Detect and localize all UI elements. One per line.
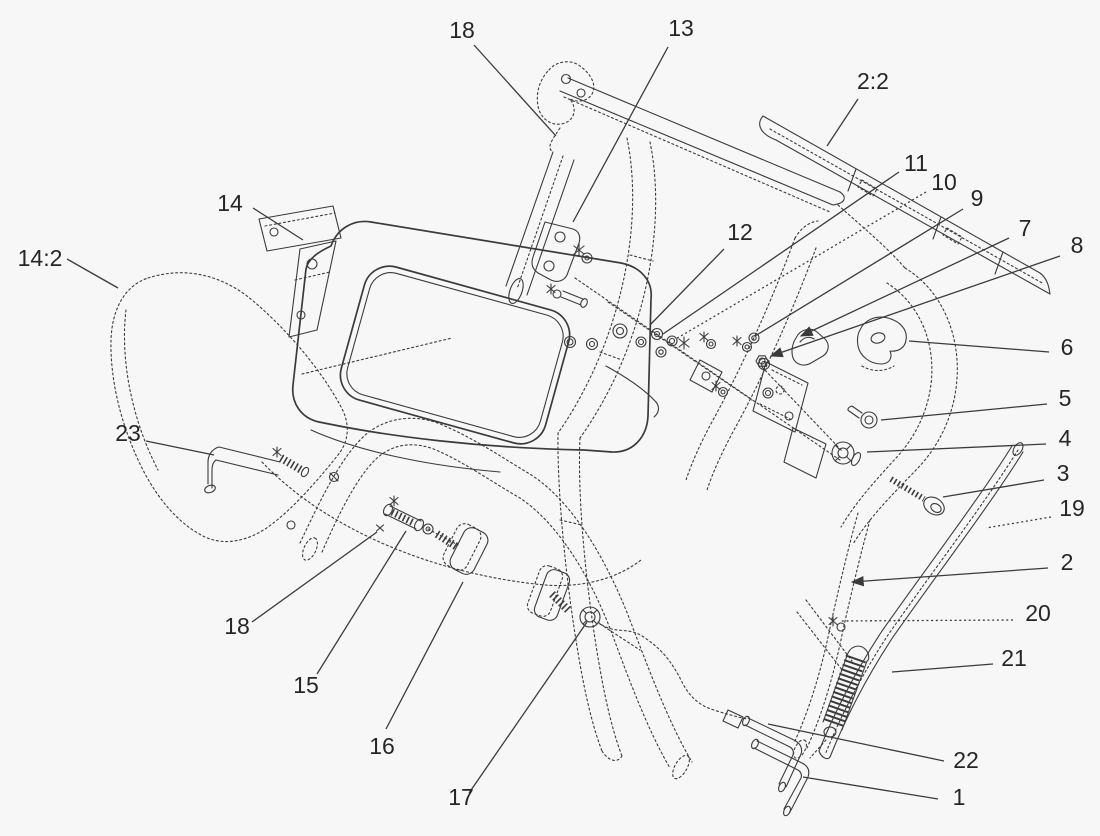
callout-label-15: 15 [293,672,319,698]
leader-line-23 [145,440,215,456]
callout-label-23: 23 [115,420,141,446]
callout-label-21: 21 [1001,645,1027,671]
leader-line-19 [985,516,1052,529]
leader-line-3 [942,479,1045,498]
callout-label-5: 5 [1059,385,1072,411]
spring-assembly [796,599,870,759]
callout-label-1: 1 [953,784,966,810]
bracket-13 [531,221,593,308]
callout-label-9: 9 [971,185,984,211]
leader-line-13 [572,46,669,223]
block-17 [526,565,641,651]
knob-4 [831,441,862,466]
upper-handle-struts [557,137,958,545]
bolt-3 [889,476,945,516]
leader-line-5 [880,403,1048,421]
callout-label-10: 10 [931,169,957,195]
decal-14-2 [110,272,348,543]
leader-line-16 [385,581,464,730]
leader-line-22 [767,723,945,762]
rod-23 [204,446,310,494]
screw-5 [847,405,878,429]
leader-line-6 [908,340,1050,353]
callout-label-2-2: 2:2 [857,68,889,94]
cable-route [597,621,748,720]
leader-line-2-2 [826,98,859,147]
leader-line-7 [799,237,1010,337]
leader-line-11 [662,171,900,335]
callout-label-14-2: 14:2 [18,245,63,271]
leader-line-12 [649,248,725,326]
callout-label-3: 3 [1057,460,1070,486]
callout-label-12: 12 [727,219,753,245]
callout-label-14: 14 [217,190,243,216]
fastener-cluster [563,277,844,479]
callout-label-13: 13 [668,15,694,41]
upper-handle-grip [505,61,845,304]
callout-label-17: 17 [448,784,474,810]
leader-line-17 [468,621,588,794]
shift-rods [742,715,810,817]
callout-label-11: 11 [904,150,928,176]
lower-handle [286,417,871,780]
leader-line-18-top [473,44,557,137]
leader-line-14-2 [66,258,119,289]
callout-label-16: 16 [369,733,395,759]
clamp-15 [375,495,459,546]
leader-line-15 [316,530,407,675]
callout-label-8: 8 [1071,232,1084,258]
callout-label-6: 6 [1061,334,1074,360]
leader-line-10 [673,191,927,341]
leader-line-2 [850,567,1049,587]
leader-line-1 [802,776,939,800]
leader-line-14 [252,207,304,241]
callout-label-7: 7 [1019,215,1032,241]
callout-label-19: 19 [1059,495,1085,521]
callout-label-18-top: 18 [449,17,475,43]
leader-line-20 [839,619,1014,622]
knob-16-block [434,523,489,575]
console-panel-14 [258,205,659,587]
bracket-6 [856,316,907,372]
callout-label-18-bottom: 18 [224,613,250,639]
leader-line-4 [866,443,1047,453]
callout-label-20: 20 [1025,600,1051,626]
callout-label-22: 22 [953,747,979,773]
leader-line-21 [891,663,994,673]
callout-label-4: 4 [1059,425,1072,451]
panel-2-2 [759,115,1051,295]
leader-line-9 [754,208,964,337]
callout-label-2: 2 [1061,549,1074,575]
leader-line-18-bottom [251,531,378,623]
leader-line-8 [769,255,1061,358]
